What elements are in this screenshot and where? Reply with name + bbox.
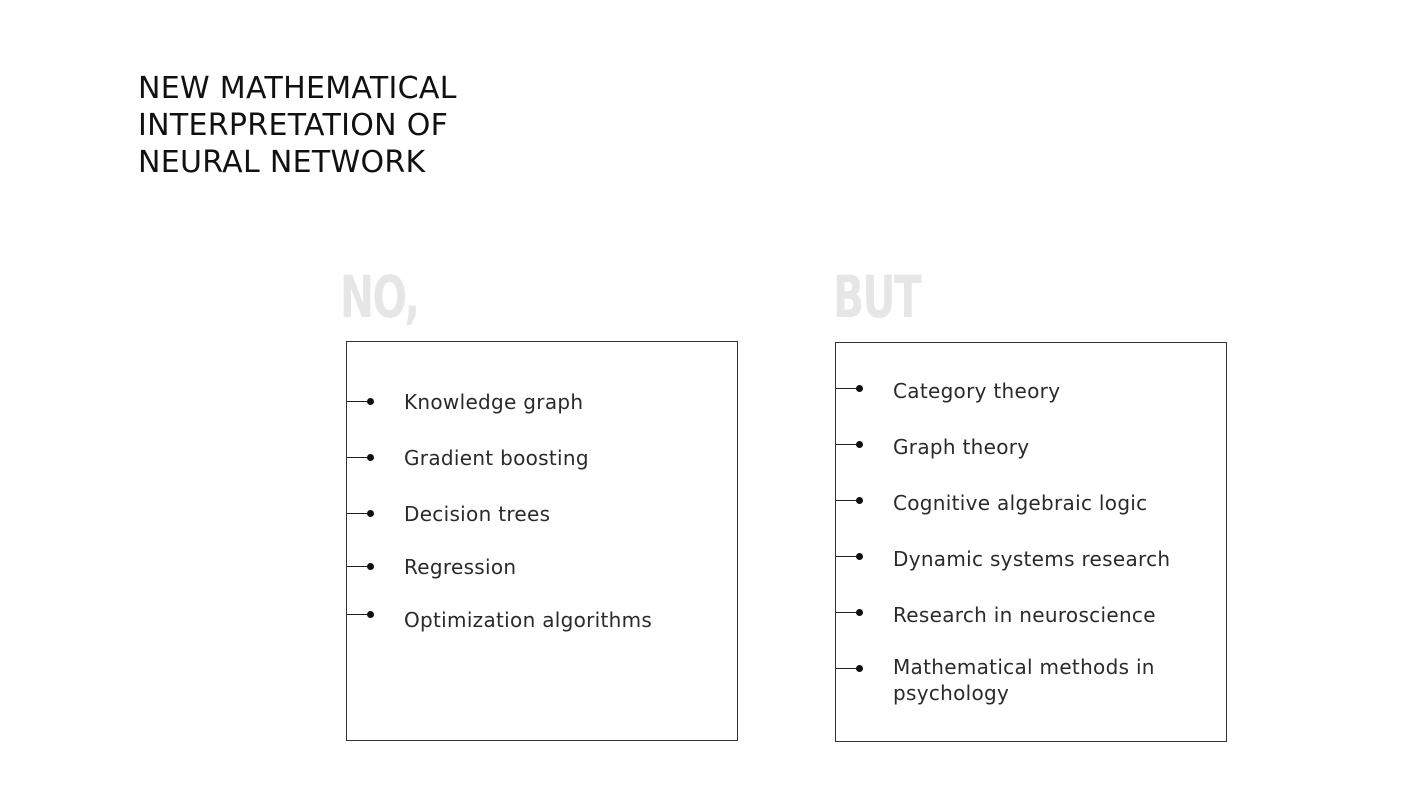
list-item-label: Regression	[404, 555, 517, 579]
list-item-label: Cognitive algebraic logic	[893, 491, 1148, 515]
bullet-connector	[347, 513, 370, 514]
bullet-dot-icon	[856, 609, 863, 616]
bullet-dot-icon	[367, 611, 374, 618]
bullet-connector	[836, 444, 859, 445]
bullet-connector	[836, 556, 859, 557]
bullet-dot-icon	[367, 398, 374, 405]
but-list-box: Category theory Graph theory Cognitive a…	[835, 342, 1227, 742]
bullet-dot-icon	[856, 497, 863, 504]
title-line-2: INTERPRETATION OF	[138, 108, 449, 143]
list-item-label: Graph theory	[893, 435, 1030, 459]
bullet-dot-icon	[367, 510, 374, 517]
bullet-connector	[836, 668, 859, 669]
bullet-connector	[347, 614, 370, 615]
list-item-label: Knowledge graph	[404, 390, 584, 414]
slide-title: NEW MATHEMATICAL INTERPRETATION OF NEURA…	[138, 70, 457, 181]
list-item-label: Research in neuroscience	[893, 603, 1156, 627]
list-item-label: Dynamic systems research	[893, 547, 1171, 571]
bullet-dot-icon	[367, 563, 374, 570]
list-item-label: Mathematical methods in psychology	[893, 655, 1155, 705]
bullet-dot-icon	[856, 553, 863, 560]
bullet-connector	[347, 457, 370, 458]
title-line-3: NEURAL NETWORK	[138, 145, 426, 180]
list-item-label: Category theory	[893, 379, 1061, 403]
no-heading: NO,	[340, 263, 420, 331]
no-list-box: Knowledge graph Gradient boosting Decisi…	[346, 341, 738, 741]
title-line-1: NEW MATHEMATICAL	[138, 71, 457, 106]
bullet-dot-icon	[367, 454, 374, 461]
bullet-dot-icon	[856, 385, 863, 392]
but-heading: BUT	[833, 263, 922, 331]
bullet-dot-icon	[856, 441, 863, 448]
bullet-dot-icon	[856, 665, 863, 672]
list-item-label: Gradient boosting	[404, 446, 589, 470]
bullet-connector	[347, 566, 370, 567]
bullet-connector	[347, 401, 370, 402]
bullet-connector	[836, 388, 859, 389]
list-item-label: Optimization algorithms	[404, 608, 653, 632]
bullet-connector	[836, 500, 859, 501]
list-item-label: Decision trees	[404, 502, 551, 526]
bullet-connector	[836, 612, 859, 613]
